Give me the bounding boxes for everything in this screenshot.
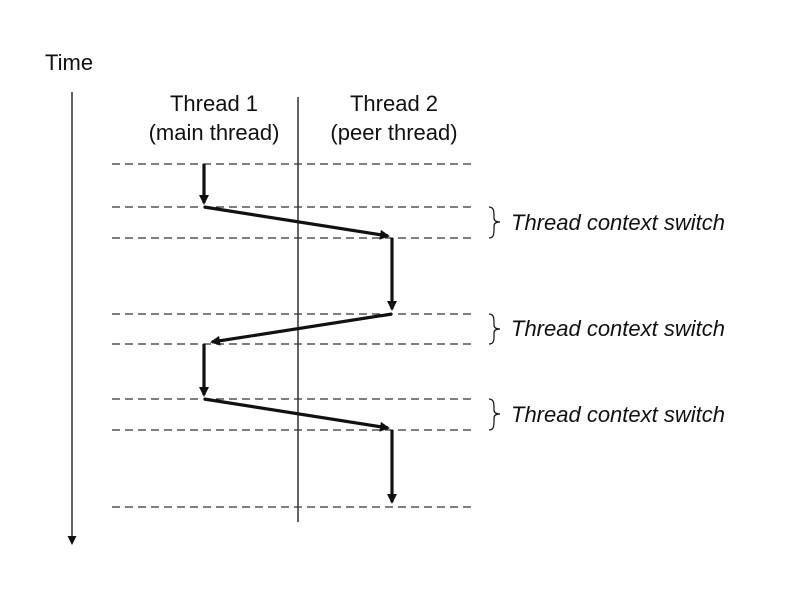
context-switch-label-3: Thread context switch	[511, 402, 725, 427]
context-switch-arrow-2	[210, 312, 393, 346]
context-switch-brace-2	[488, 313, 501, 345]
context-switch-arrow-3	[203, 397, 390, 432]
thread1-title: Thread 1	[170, 91, 258, 116]
context-switch-label-2: Thread context switch	[511, 316, 725, 341]
thread1-subtitle: (main thread)	[149, 120, 280, 145]
context-switch-label-1: Thread context switch	[511, 210, 725, 235]
context-switch-brace-3	[488, 398, 501, 431]
time-label: Time	[45, 50, 93, 75]
context-switch-brace-1	[488, 206, 501, 239]
thread2-subtitle: (peer thread)	[330, 120, 457, 145]
context-switch-arrow-1	[203, 205, 390, 240]
thread2-title: Thread 2	[350, 91, 438, 116]
